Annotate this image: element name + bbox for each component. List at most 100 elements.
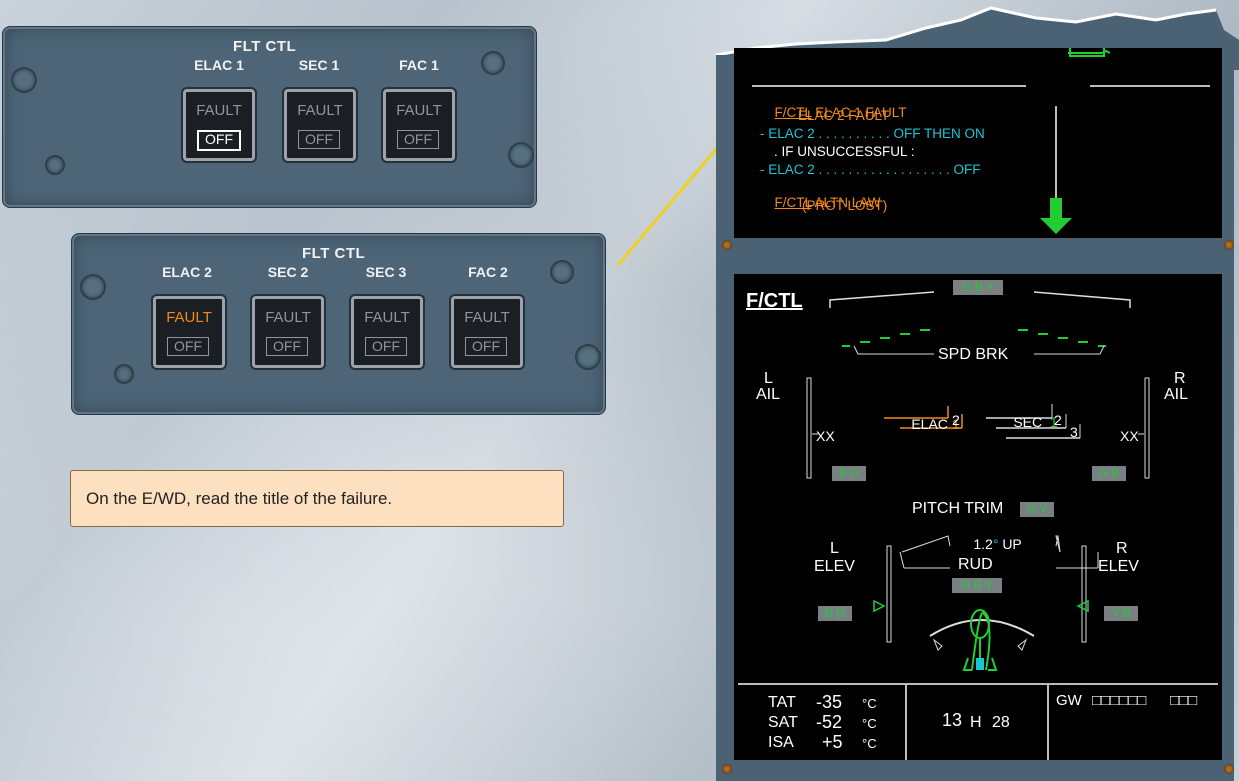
ewd-system-prefix: F/CTL: [774, 105, 812, 120]
panel-title: FLT CTL: [233, 38, 297, 55]
screw: [550, 260, 574, 284]
tat-unit: °C: [862, 696, 877, 711]
gw-label: GW: [1056, 692, 1082, 709]
fault-light: FAULT: [297, 102, 343, 119]
fac1-pushbutton[interactable]: FAULT OFF: [383, 89, 455, 161]
off-light: OFF: [365, 337, 407, 356]
fault-light: FAULT: [166, 309, 212, 326]
l-ail-hyd-box: B G: [832, 466, 866, 481]
fault-light: FAULT: [396, 102, 442, 119]
flt-ctl-panel-1: FLT CTL ELAC 1 FAULT OFF SEC 1 FAULT OFF…: [2, 26, 537, 208]
fault-light: FAULT: [464, 309, 510, 326]
gw-unit: □□□: [1170, 692, 1198, 709]
ewd-system-prefix: F/CTL: [774, 195, 812, 210]
off-light: OFF: [298, 130, 340, 149]
instruction-text: On the E/WD, read the title of the failu…: [86, 489, 393, 508]
sec2-pushbutton[interactable]: FAULT OFF: [252, 296, 324, 368]
sec1-pushbutton[interactable]: FAULT OFF: [284, 89, 356, 161]
r-elev-label-2: ELEV: [1098, 558, 1139, 575]
tat-value: -35: [816, 692, 843, 712]
sec2-label: SEC 2: [267, 264, 309, 280]
isa-label: ISA: [768, 734, 794, 751]
r-elev-label-1: R: [1116, 540, 1128, 557]
screw: [1224, 764, 1234, 774]
ewd-line-5: - ELAC 2 . . . . . . . . . . . . . . . .…: [760, 162, 981, 177]
pitch-trim-dir: UP: [1002, 536, 1022, 552]
ewd-line-3: - ELAC 2 . . . . . . . . . . OFF THEN ON: [760, 126, 985, 141]
time-hours: 13: [942, 710, 963, 730]
ewd-line-7: (PROT LOST): [802, 198, 888, 213]
off-light: OFF: [266, 337, 308, 356]
l-elev-label-1: L: [830, 540, 839, 557]
sat-label: SAT: [768, 714, 798, 731]
ewd-failure-title: ALTN LAW: [811, 195, 881, 210]
isa-value: +5: [822, 732, 843, 752]
screw: [45, 155, 65, 175]
elac1-pushbutton[interactable]: FAULT OFF: [183, 89, 255, 161]
screw: [722, 240, 732, 250]
fac2-pushbutton[interactable]: FAULT OFF: [451, 296, 523, 368]
ecam-unit: F/CTL ELAC 1 FAULT ELAC 2 FAULT - ELAC 2…: [716, 0, 1239, 781]
elac-label: ELAC 1: [888, 400, 960, 448]
sat-value: -52: [816, 712, 843, 732]
tat-label: TAT: [768, 694, 796, 711]
l-ail-label-2: AIL: [756, 386, 781, 403]
sd-screen: F/CTL G B Y SPD BRK L AIL R AIL ELAC 1 2…: [734, 274, 1222, 760]
spd-brk-label: SPD BRK: [938, 346, 1009, 363]
rud-hyd-box: G B Y: [952, 578, 1002, 593]
off-light: OFF: [397, 130, 439, 149]
sd-graphics: [738, 291, 1218, 760]
elac-1: 1: [951, 416, 960, 432]
fault-light: FAULT: [364, 309, 410, 326]
isa-unit: °C: [862, 736, 877, 751]
sec-1: 1: [1049, 414, 1058, 430]
ewd-line-1: F/CTL ELAC 1 FAULT: [752, 90, 907, 135]
pitch-trim-value: 1.2° UP: [950, 520, 1022, 568]
sec-label: SEC 1: [990, 398, 1058, 446]
screw: [114, 364, 134, 384]
pitch-trim-number: 1.2: [973, 536, 993, 552]
panel-title: FLT CTL: [302, 245, 366, 262]
r-elev-hyd-box: Y B: [1104, 606, 1138, 621]
screw: [11, 67, 37, 93]
l-ail-label-1: L: [764, 370, 773, 387]
ewd-graphics: [752, 48, 1210, 234]
screw: [722, 764, 732, 774]
ewd-screen: F/CTL ELAC 1 FAULT ELAC 2 FAULT - ELAC 2…: [734, 48, 1222, 238]
pitch-trim-label: PITCH TRIM: [912, 500, 1004, 517]
sat-unit: °C: [862, 716, 877, 731]
fac2-label: FAC 2: [468, 264, 508, 280]
r-ail-label-1: R: [1174, 370, 1186, 387]
elac2-label: ELAC 2: [162, 264, 212, 280]
fault-light: FAULT: [265, 309, 311, 326]
r-ail-hyd-box: G B: [1092, 466, 1126, 481]
elac2-pushbutton[interactable]: FAULT OFF: [153, 296, 225, 368]
instruction-box: On the E/WD, read the title of the failu…: [70, 470, 564, 527]
screw: [481, 51, 505, 75]
fault-light: FAULT: [196, 102, 242, 119]
l-elev-hyd-box: B G: [818, 606, 852, 621]
l-elev-label-2: ELEV: [814, 558, 855, 575]
elac-2: 2: [952, 412, 960, 428]
sec3-pushbutton[interactable]: FAULT OFF: [351, 296, 423, 368]
sec-3: 3: [1070, 424, 1078, 440]
elac-text: ELAC: [911, 416, 948, 432]
off-light: OFF: [167, 337, 209, 356]
sec1-label: SEC 1: [298, 57, 340, 73]
pitch-trim-degree: °: [992, 536, 999, 552]
pitch-trim-hyd-box: G Y: [1020, 502, 1054, 517]
screw: [1224, 240, 1234, 250]
sec-2: 2: [1054, 412, 1062, 428]
sd-page-title: F/CTL: [746, 290, 803, 312]
rud-label: RUD: [958, 556, 993, 573]
ewd-failure-title: ELAC 1 FAULT: [811, 105, 907, 120]
flt-ctl-panel-2: FLT CTL ELAC 2 FAULT OFF SEC 2 FAULT OFF…: [71, 233, 606, 415]
l-ail-fail-xx: XX: [816, 428, 835, 444]
ewd-line-6: F/CTL ALTN LAW: [752, 180, 881, 225]
off-light: OFF: [197, 130, 241, 151]
elac1-label: ELAC 1: [194, 57, 244, 73]
screw: [80, 274, 106, 300]
time-separator: H: [970, 714, 982, 731]
gw-value: □□□□□□: [1092, 692, 1147, 709]
sec-text: SEC: [1013, 414, 1043, 430]
